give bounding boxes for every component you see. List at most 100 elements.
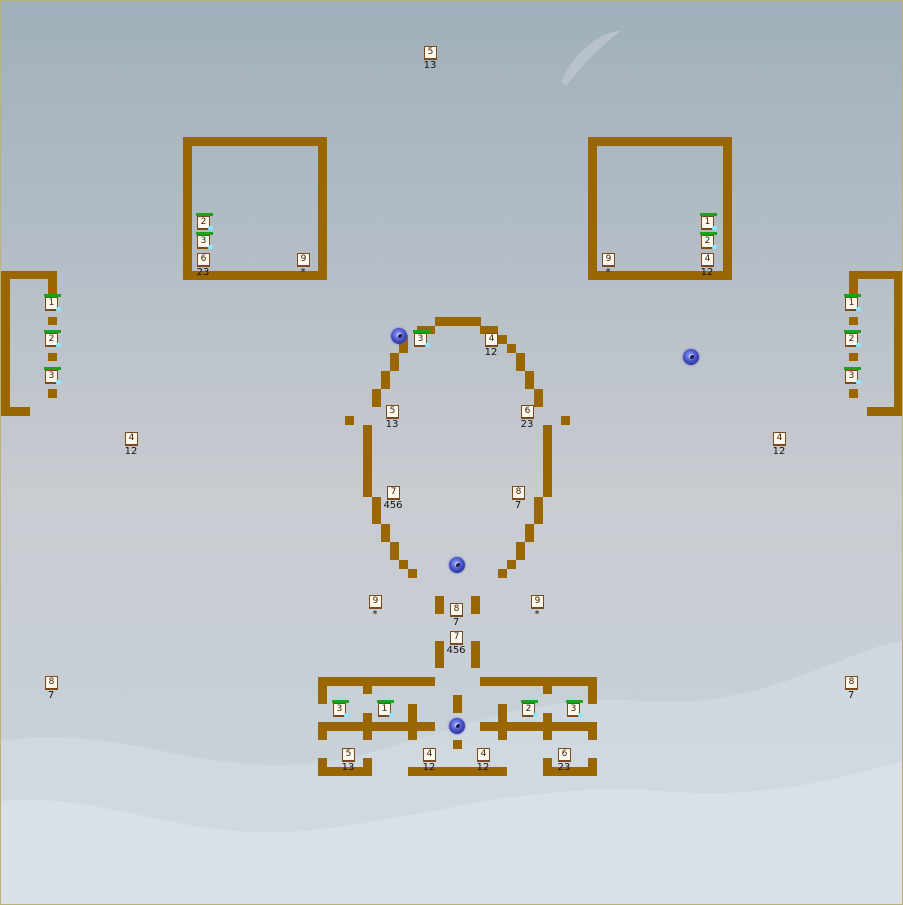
wall-block	[318, 677, 327, 704]
wall-block	[48, 317, 57, 325]
unit-count: 456	[446, 645, 466, 656]
wall-block	[390, 353, 399, 371]
health-bar	[332, 700, 349, 703]
health-bar	[566, 700, 583, 703]
wall-block	[588, 271, 732, 280]
wall-block	[525, 524, 534, 542]
wall-block	[480, 326, 498, 334]
wall-block	[894, 271, 902, 416]
unit-count: 7	[847, 690, 855, 701]
wall-block	[318, 137, 327, 280]
wall-block	[183, 137, 192, 280]
unit-level: 4	[701, 253, 714, 267]
wall-block	[408, 569, 417, 578]
selection-marker-icon	[208, 226, 213, 230]
wall-block	[1, 407, 30, 416]
unit-level: 6	[521, 405, 534, 419]
unit-level: 4	[125, 432, 138, 446]
unit-count: 12	[124, 446, 138, 457]
wall-block	[453, 695, 462, 713]
unit-level: 5	[386, 405, 399, 419]
unit-level: 4	[485, 333, 498, 347]
wall-block	[390, 542, 399, 560]
unit-count: *	[372, 609, 378, 620]
unit-count: *	[534, 609, 540, 620]
unit-count: 7	[514, 500, 522, 511]
unit-level: 1	[378, 703, 391, 717]
wall-block	[363, 686, 372, 694]
wall-block	[435, 596, 444, 614]
ghost-enemy-icon[interactable]	[449, 718, 465, 734]
unit-level: 8	[450, 603, 463, 617]
health-bar	[700, 213, 717, 216]
selection-marker-icon	[533, 713, 538, 717]
unit-level: 8	[512, 486, 525, 500]
unit-count: 23	[557, 762, 571, 773]
health-bar	[44, 330, 61, 333]
unit-count: 23	[520, 419, 534, 430]
wall-block	[723, 137, 732, 280]
health-bar	[196, 213, 213, 216]
wall-block	[516, 353, 525, 371]
wall-block	[543, 686, 552, 694]
unit-level: 9	[531, 595, 544, 609]
unit-count: *	[300, 267, 306, 278]
unit-level: 3	[197, 235, 210, 249]
ghost-enemy-icon[interactable]	[449, 557, 465, 573]
health-bar	[844, 294, 861, 297]
wall-block	[48, 389, 57, 398]
wall-block	[471, 641, 480, 668]
selection-marker-icon	[578, 713, 583, 717]
wall-block	[363, 425, 372, 497]
wall-block	[372, 497, 381, 524]
wall-block	[534, 497, 543, 524]
wall-block	[480, 677, 597, 686]
wall-block	[534, 389, 543, 407]
wall-block	[318, 767, 372, 776]
wall-block	[48, 353, 57, 361]
health-bar	[196, 232, 213, 235]
wall-block	[507, 560, 516, 569]
unit-level: 3	[567, 703, 580, 717]
unit-count: 12	[772, 446, 786, 457]
ghost-enemy-icon[interactable]	[391, 328, 407, 344]
unit-count: 456	[383, 500, 403, 511]
unit-level: 2	[701, 235, 714, 249]
wall-block	[435, 317, 481, 326]
unit-level: 7	[387, 486, 400, 500]
ghost-enemy-icon[interactable]	[683, 349, 699, 365]
unit-count: 13	[423, 60, 437, 71]
unit-count: 13	[341, 762, 355, 773]
unit-level: 4	[477, 748, 490, 762]
wall-block	[516, 542, 525, 560]
unit-level: 2	[197, 216, 210, 230]
unit-level: 1	[845, 297, 858, 311]
wall-block	[471, 596, 480, 614]
wall-block	[561, 416, 570, 425]
wall-block	[372, 389, 381, 407]
health-bar	[844, 367, 861, 370]
unit-level: 4	[423, 748, 436, 762]
wall-block	[345, 416, 354, 425]
unit-level: 1	[45, 297, 58, 311]
wall-block	[849, 353, 858, 361]
unit-level: 3	[414, 333, 427, 347]
selection-marker-icon	[712, 226, 717, 230]
unit-level: 6	[558, 748, 571, 762]
wall-block	[849, 317, 858, 325]
wall-block	[525, 371, 534, 389]
wall-block	[543, 767, 597, 776]
wall-block	[435, 641, 444, 668]
wall-block	[381, 524, 390, 542]
wall-block	[543, 713, 552, 740]
unit-level: 8	[845, 676, 858, 690]
health-bar	[44, 294, 61, 297]
unit-level: 5	[424, 46, 437, 60]
selection-marker-icon	[56, 307, 61, 311]
wall-block	[588, 677, 597, 704]
wall-block	[399, 560, 408, 569]
selection-marker-icon	[425, 343, 430, 347]
wall-block	[498, 335, 507, 344]
unit-level: 3	[845, 370, 858, 384]
